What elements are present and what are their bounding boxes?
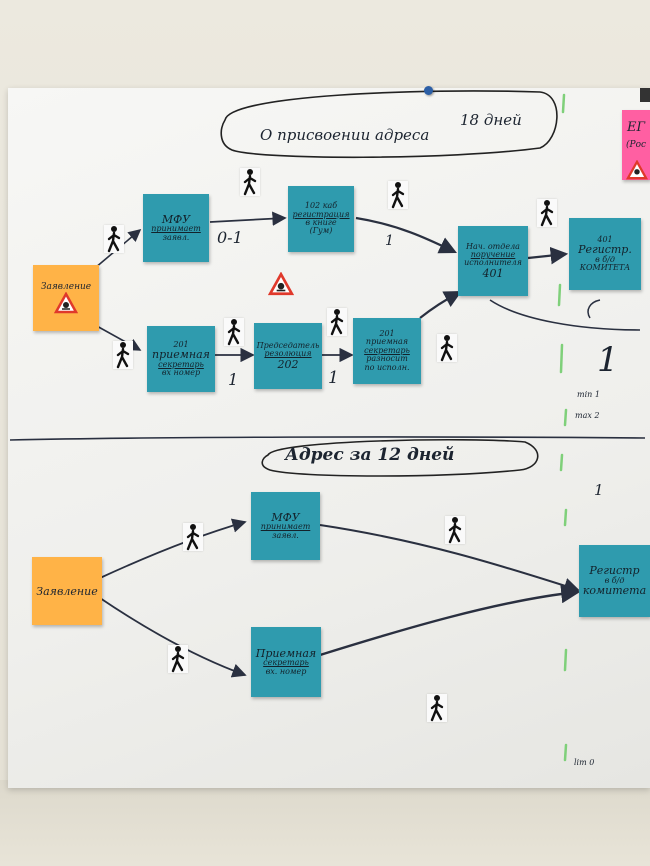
note-line: 401 [597, 234, 613, 244]
push-pin-icon [424, 86, 433, 95]
label-one: 1 [228, 370, 239, 389]
walking-person-icon [104, 225, 124, 253]
hazard-triangle-icon [626, 160, 648, 180]
section1-title: О присвоении адреса [260, 126, 430, 144]
note-secretary: 201 приемная секретарь разносит по испол… [353, 318, 421, 384]
note-line: принимает [151, 224, 201, 234]
walking-person-icon [427, 694, 447, 722]
note-line: Регистр. [578, 243, 632, 257]
applicant-note-1: Заявление [33, 265, 99, 331]
label-lim: lim 0 [574, 758, 595, 767]
walking-person-icon [183, 523, 203, 551]
applicant-label: Заявление [40, 282, 92, 292]
note-line: секретарь [158, 359, 204, 369]
hazard-triangle-icon [268, 272, 294, 296]
note-line: поручение [470, 250, 516, 260]
label-zero-one: 0-1 [217, 228, 243, 247]
label-max: max 2 [575, 411, 600, 420]
walking-person-icon [445, 516, 465, 544]
pink-note-line-2: (Рос [626, 140, 647, 150]
note-mfu-1: МФУ принимает заявл. [143, 194, 209, 262]
note-line: разносит [366, 354, 408, 364]
note-line: приемная [365, 337, 409, 347]
note-line: МФУ [271, 510, 300, 524]
note-register-1: 401 Регистр. в б/д КОМИТЕТА [569, 218, 641, 290]
wall-bottom [0, 780, 650, 866]
note-line: 401 [482, 266, 504, 280]
walking-person-icon [327, 308, 347, 336]
note-line: в б/д [604, 575, 625, 585]
note-line: КОМИТЕТА [579, 262, 631, 272]
section1-duration: 18 дней [460, 111, 522, 129]
note-line: в б/д [595, 254, 615, 264]
note-line: вх. номер [265, 666, 307, 676]
note-line: секретарь [364, 345, 410, 355]
walking-person-icon [113, 341, 133, 369]
note-line: принимает [260, 522, 311, 532]
walking-person-icon [537, 199, 557, 227]
walking-person-icon [240, 168, 260, 196]
note-line: вх номер [161, 367, 201, 377]
label-one: 1 [594, 481, 604, 499]
note-line: Регистр [589, 564, 640, 578]
note-line: резолюция [264, 349, 312, 359]
note-line: 102 каб [304, 201, 338, 211]
section2-title: Адрес за 12 дней [285, 445, 455, 465]
note-line: Приемная [255, 646, 317, 660]
note-line: комитета [582, 584, 647, 598]
note-mfu-2: МФУ принимает заявл. [251, 492, 320, 560]
pink-note-line [622, 110, 650, 116]
note-chairman: Председатель резолюция 202 [254, 323, 322, 389]
label-one: 1 [385, 233, 394, 249]
note-reception: 201 приемная секретарь вх номер [147, 326, 215, 392]
applicant-note-2: Заявление [32, 557, 102, 625]
note-line: Нач. отдела [466, 241, 520, 251]
note-line: 201 [379, 329, 395, 339]
walking-person-icon [168, 645, 188, 673]
note-register-2: Регистр в б/д комитета [579, 545, 650, 617]
label-one: 1 [328, 368, 339, 388]
note-line: МФУ [161, 212, 191, 226]
pink-note-line-1: ЕГ [627, 120, 646, 135]
note-line: 202 [277, 357, 299, 371]
note-line: регистрация [292, 209, 350, 219]
note-line: Председатель [256, 340, 320, 350]
label-min: min 1 [577, 390, 600, 399]
walking-person-icon [388, 181, 408, 209]
applicant-label: Заявление [36, 584, 98, 598]
note-line: в книге [305, 218, 337, 227]
label-big-one: 1 [597, 340, 619, 380]
note-line: заявл. [272, 530, 299, 540]
note-registration: 102 каб регистрация в книге (Гум) [288, 186, 354, 252]
note-dept-head: Нач. отдела поручение исполнителя 401 [458, 226, 528, 296]
note-line: (Гум) [309, 226, 333, 236]
walking-person-icon [437, 334, 457, 362]
note-line: по исполн. [364, 362, 410, 372]
note-line: исполнителя [464, 258, 522, 268]
note-line: приемная [152, 348, 210, 362]
note-reception-2: Приемная секретарь вх. номер [251, 627, 321, 697]
note-line: 201 [173, 339, 189, 349]
walking-person-icon [224, 318, 244, 346]
hazard-triangle-icon [54, 292, 78, 314]
note-line: заявл. [162, 232, 190, 242]
note-line: секретарь [263, 658, 309, 668]
